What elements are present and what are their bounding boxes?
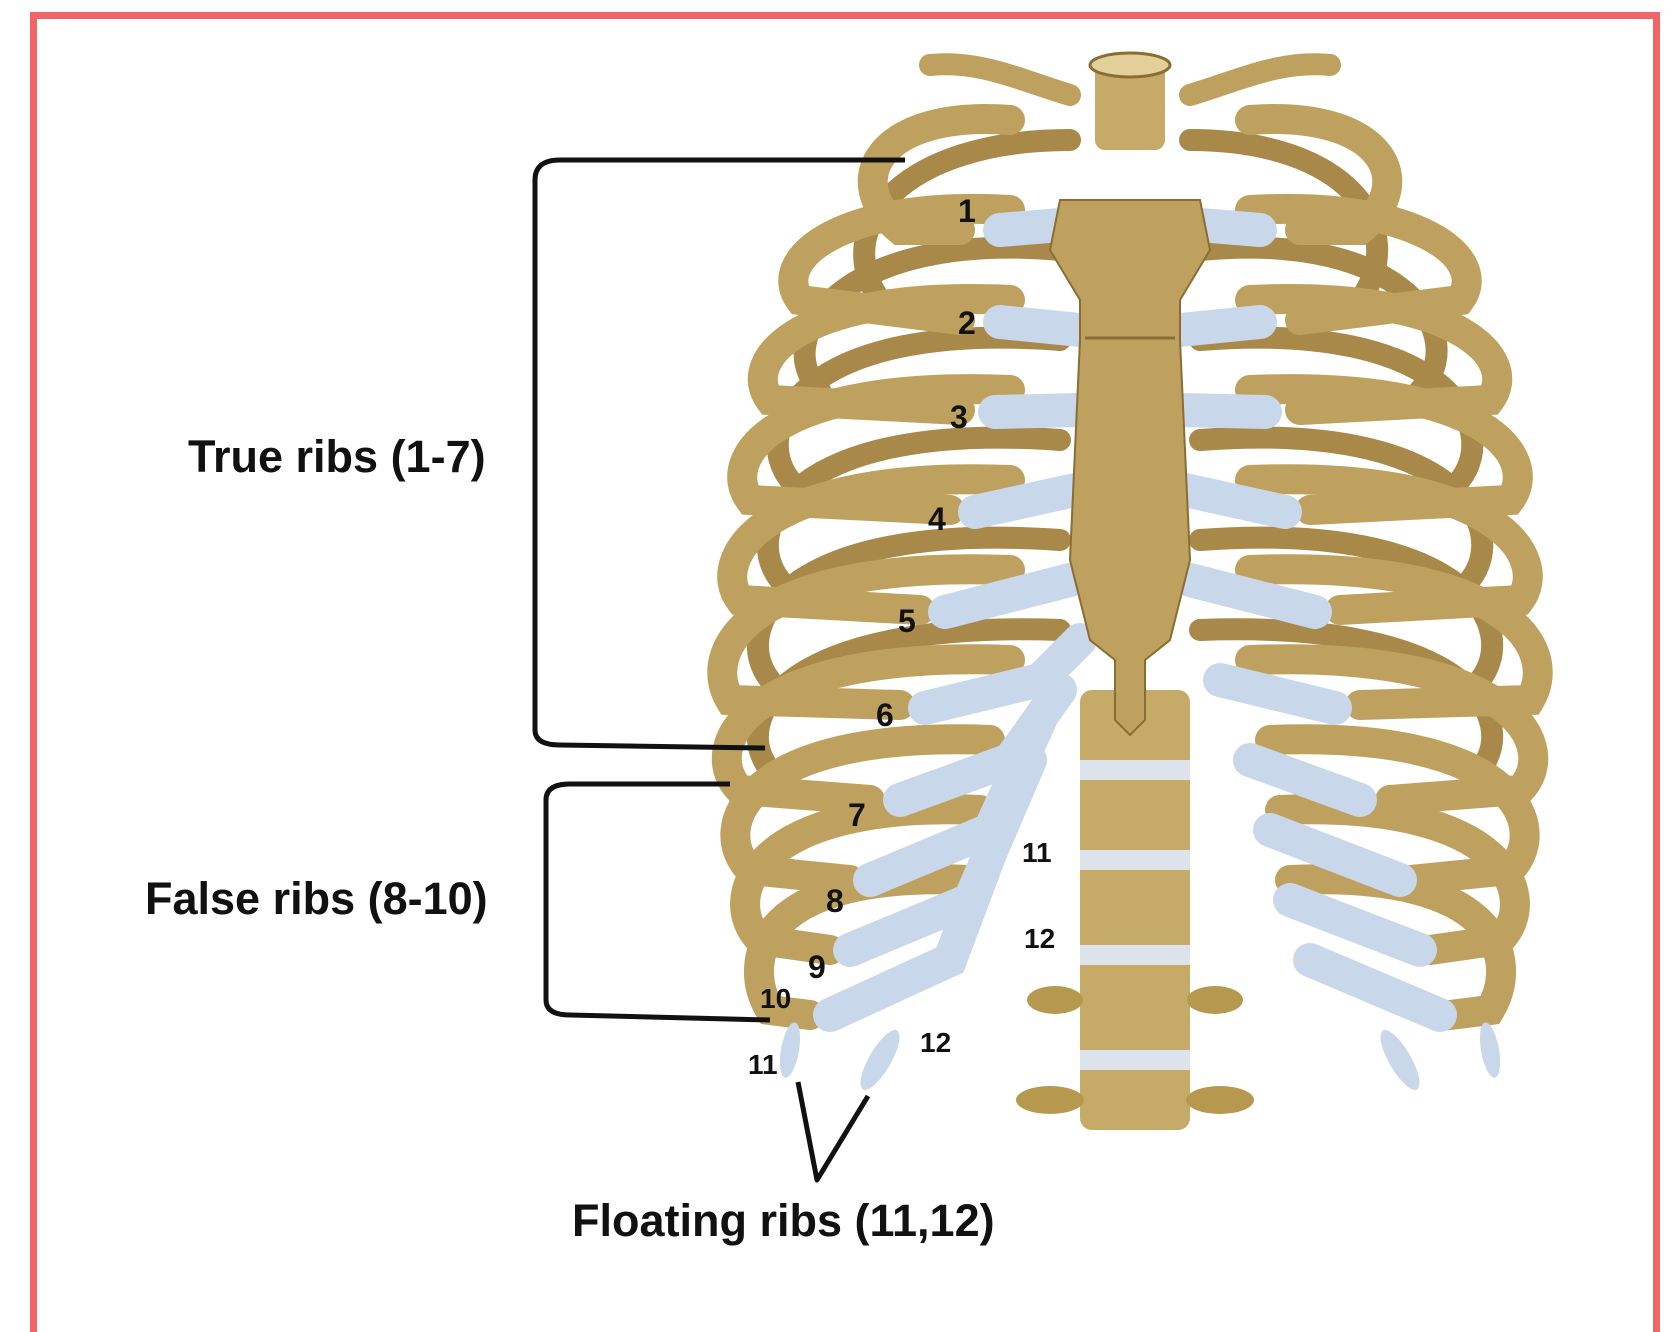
rib-number-2: 2: [958, 305, 976, 341]
back-rib-number-11: 11: [1022, 837, 1052, 868]
rib-number-3: 3: [950, 399, 968, 435]
true-ribs-label: True ribs (1-7): [188, 431, 486, 482]
rib-number-4: 4: [928, 501, 946, 537]
rib-cage-illustration: [722, 53, 1537, 1130]
rib-number-7: 7: [848, 797, 866, 833]
rib-number-6: 6: [876, 697, 894, 733]
rib-number-1: 1: [958, 193, 976, 229]
rib-number-8: 8: [826, 883, 844, 919]
false-ribs-label: False ribs (8-10): [145, 873, 488, 924]
rib-number-9: 9: [808, 949, 826, 985]
rib-number-12: 12: [920, 1027, 951, 1058]
rib-number-11: 11: [748, 1049, 778, 1080]
back-rib-number-12: 12: [1024, 923, 1055, 954]
floating-ribs-pointer: [798, 1082, 868, 1180]
rib-number-10: 10: [760, 983, 791, 1014]
floating-ribs-label: Floating ribs (11,12): [572, 1195, 995, 1246]
rib-number-5: 5: [898, 603, 916, 639]
